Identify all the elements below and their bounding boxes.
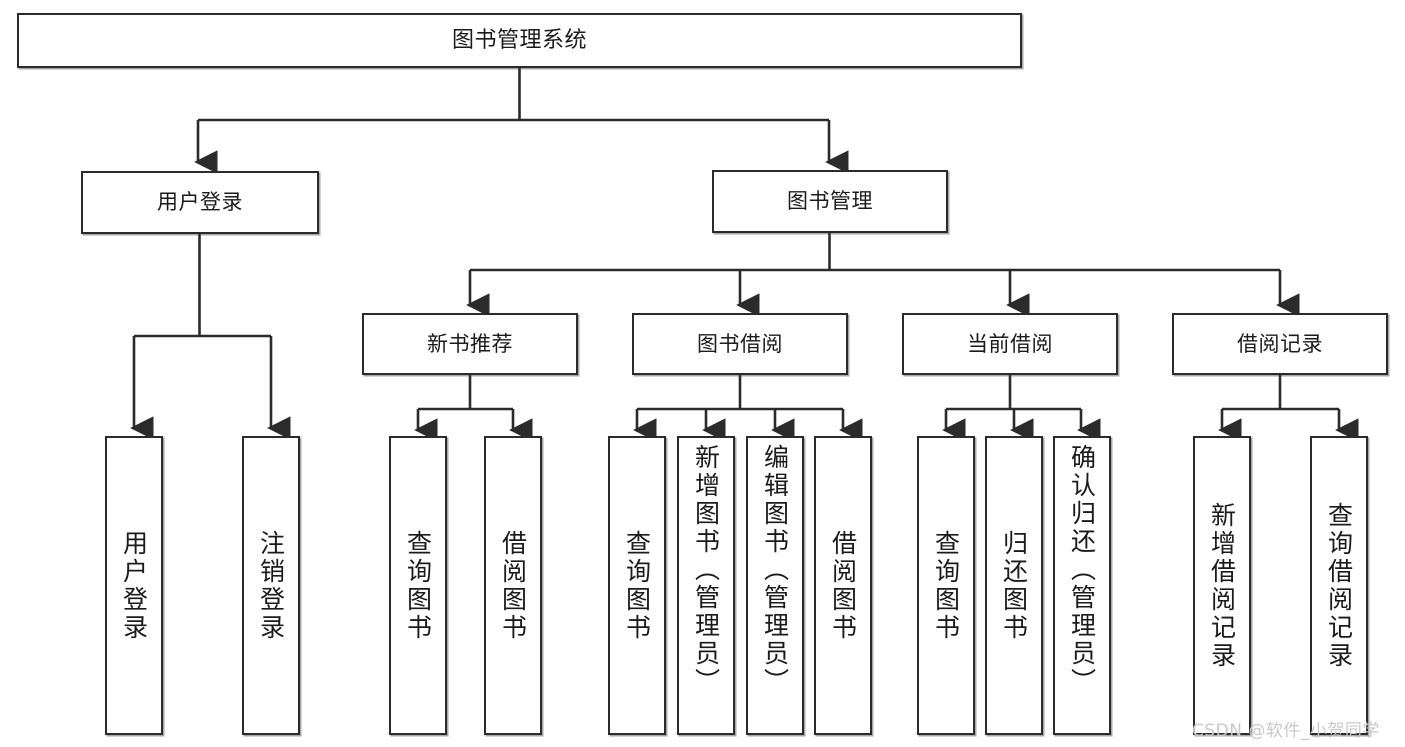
node-label: 借阅记录 [1237,331,1323,356]
leaf-current-borrow-confirm-return[interactable]: 确认归还（管理员） [1053,436,1111,735]
leaf-current-borrow-return[interactable]: 归还图书 [985,436,1043,735]
node-label: 新增图书（管理员） [691,444,721,696]
node-label: 查询借阅记录 [1324,501,1354,670]
node-label: 查询图书 [403,529,433,642]
node-label: 图书管理系统 [451,27,587,53]
node-label: 用户登录 [157,190,243,215]
node-label: 注销登录 [256,529,286,642]
node-book-management[interactable]: 图书管理 [712,170,948,233]
leaf-new-book-query[interactable]: 查询图书 [389,436,447,735]
leaf-user-login-signin[interactable]: 用户登录 [105,436,163,735]
leaf-borrow-record-add[interactable]: 新增借阅记录 [1193,436,1251,735]
node-root-system[interactable]: 图书管理系统 [17,13,1022,68]
node-label: 查询图书 [931,529,961,642]
leaf-current-borrow-query[interactable]: 查询图书 [917,436,975,735]
node-label: 借阅图书 [498,529,528,642]
node-label: 新书推荐 [427,331,513,356]
node-label: 查询图书 [622,529,652,642]
node-label: 图书借阅 [697,331,783,356]
csdn-watermark: CSDN @软件_小贺同学 [1192,721,1380,741]
node-label: 归还图书 [999,529,1029,642]
node-current-borrow[interactable]: 当前借阅 [902,313,1118,375]
node-borrow-record[interactable]: 借阅记录 [1172,313,1388,375]
node-label: 新增借阅记录 [1207,501,1237,670]
node-label: 当前借阅 [967,331,1053,356]
node-label: 图书管理 [787,189,873,214]
leaf-user-login-signout[interactable]: 注销登录 [242,436,300,735]
node-user-login[interactable]: 用户登录 [81,171,319,234]
node-label: 编辑图书（管理员） [760,444,790,696]
leaf-book-borrow-borrow[interactable]: 借阅图书 [814,436,872,735]
node-label: 借阅图书 [828,529,858,642]
node-label: 确认归还（管理员） [1067,444,1097,696]
node-new-book-recommend[interactable]: 新书推荐 [362,313,578,375]
leaf-new-book-borrow[interactable]: 借阅图书 [484,436,542,735]
leaf-book-borrow-edit[interactable]: 编辑图书（管理员） [746,436,804,735]
leaf-book-borrow-add[interactable]: 新增图书（管理员） [677,436,735,735]
leaf-borrow-record-query[interactable]: 查询借阅记录 [1310,436,1368,735]
node-label: 用户登录 [119,529,149,642]
leaf-book-borrow-query[interactable]: 查询图书 [608,436,666,735]
node-book-borrow[interactable]: 图书借阅 [632,313,848,375]
